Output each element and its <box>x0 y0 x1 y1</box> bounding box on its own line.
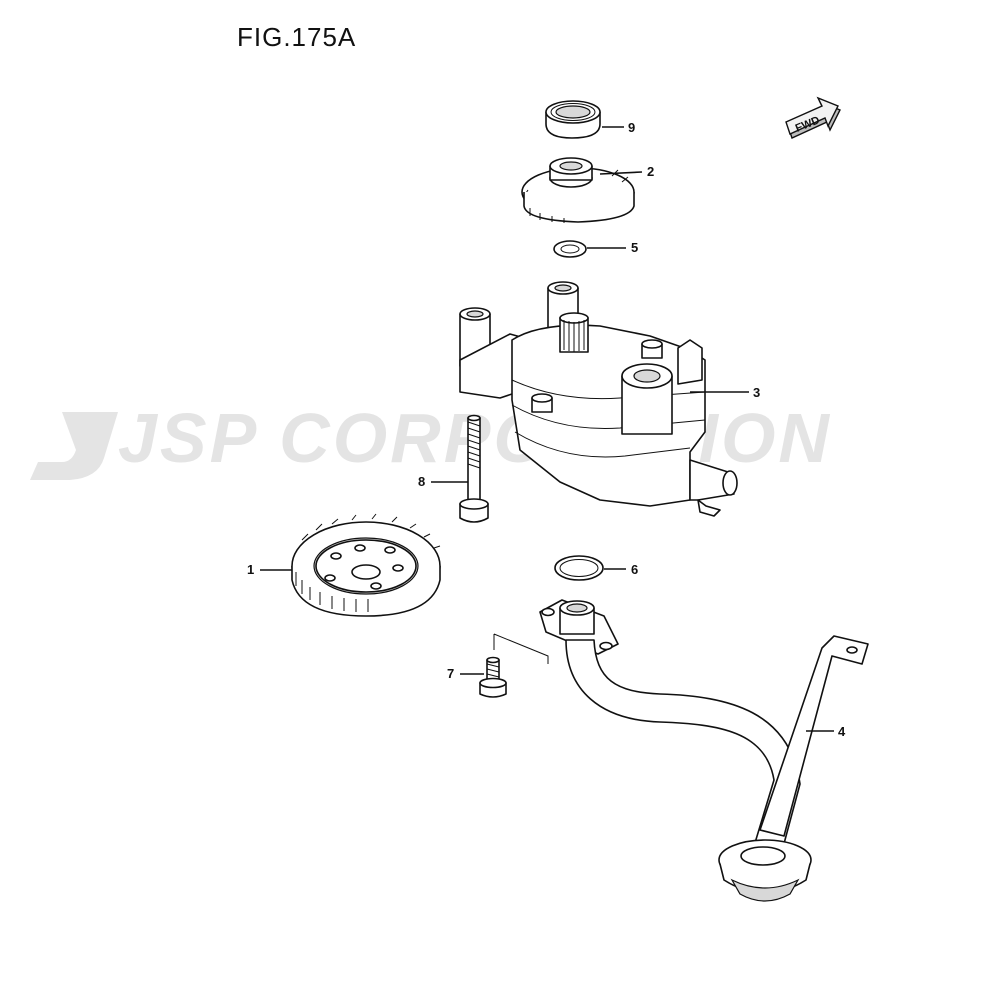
long-bolt-part <box>459 414 489 523</box>
oil-seal-part <box>545 100 601 139</box>
short-bolt-part <box>479 656 507 698</box>
callout-label: 5 <box>631 240 638 255</box>
oil-strainer-pipe-part <box>539 599 869 902</box>
watermark-logo-icon <box>30 412 118 480</box>
callout-7: 7 <box>447 666 484 681</box>
callout-3: 3 <box>690 385 760 400</box>
callout-label: 6 <box>631 562 638 577</box>
callout-8: 8 <box>418 474 468 489</box>
callout-1: 1 <box>247 562 292 577</box>
callout-label: 1 <box>247 562 254 577</box>
installation-guide-line <box>493 633 549 664</box>
callout-2: 2 <box>599 164 654 179</box>
callout-label: 2 <box>647 164 654 179</box>
callout-label: 3 <box>753 385 760 400</box>
callout-5: 5 <box>587 240 638 255</box>
figure-title: FIG.175A <box>237 22 357 52</box>
callout-label: 8 <box>418 474 425 489</box>
fwd-arrow-icon: FWD <box>785 96 841 139</box>
callout-9: 9 <box>602 120 635 135</box>
callout-4: 4 <box>806 724 846 739</box>
callout-6: 6 <box>604 562 638 577</box>
oil-pump-assembly-part <box>459 281 738 517</box>
driven-gear-part <box>291 513 441 617</box>
callout-label: 7 <box>447 666 454 681</box>
pump-drive-gear-part <box>521 157 635 223</box>
callout-label: 4 <box>838 724 846 739</box>
callout-label: 9 <box>628 120 635 135</box>
o-ring-part <box>554 555 604 581</box>
washer-part <box>553 240 587 258</box>
